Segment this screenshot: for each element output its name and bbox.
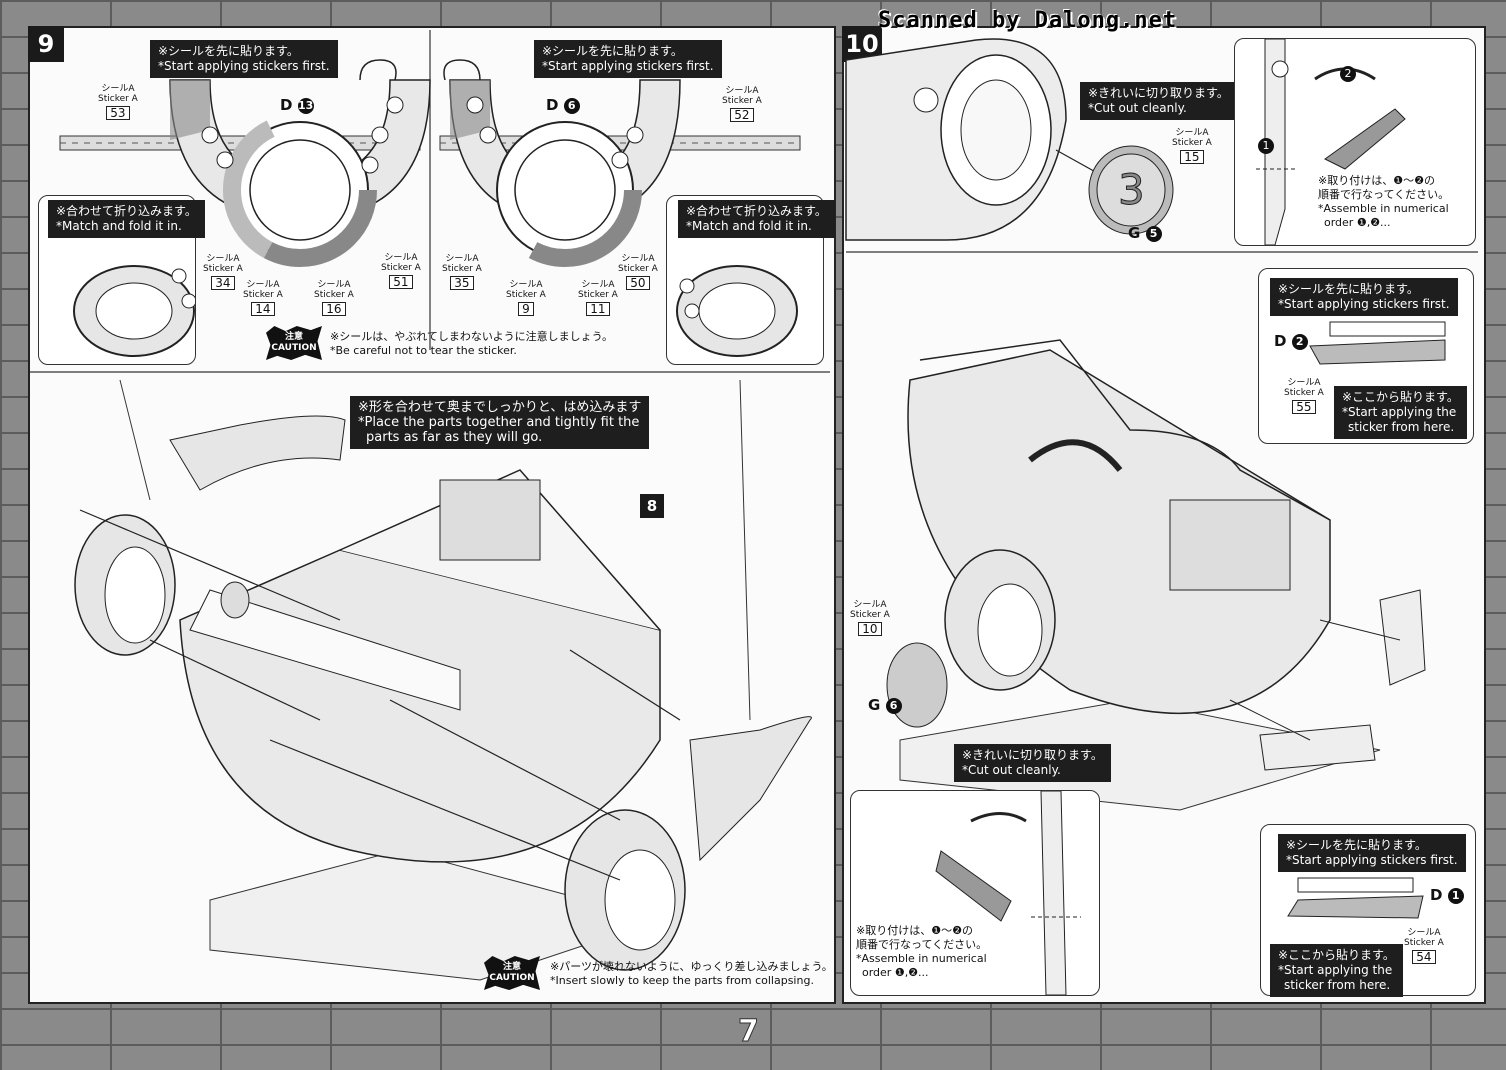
step10-d2-callout: ※シールを先に貼ります。*Start applying stickers fir… — [1270, 278, 1458, 316]
step10-top-hull-drawing — [845, 38, 1147, 241]
step9-caution-note-1: ※シールは、やぶれてしまわないように注意しましょう。*Be careful no… — [330, 330, 614, 357]
step10-cut-callout-bottom: ※きれいに切り取ります。*Cut out cleanly. — [954, 744, 1111, 782]
part-number-badge: 1 — [1447, 887, 1464, 904]
step9-number: 9 — [28, 26, 64, 62]
step10-d1-railing — [1287, 877, 1424, 919]
step9-right-ring-diagram — [439, 59, 801, 267]
part-number-badge: 5 — [1145, 225, 1162, 242]
step9-caution-note-2: ※パーツが壊れないように、ゆっくり差し込みましょう。*Insert slowly… — [550, 960, 833, 987]
step9-fit-callout: ※形を合わせて奥までしっかりと、はめ込みます *Place the parts … — [350, 396, 650, 449]
scanner-watermark: Scanned by Dalong.net — [878, 8, 1178, 33]
step9-left-part-label: D 13 — [280, 96, 314, 114]
step10-g6-label: G 6 — [868, 696, 902, 714]
arrow-order-1: 1 — [1258, 138, 1274, 154]
part-number-badge: 6 — [885, 697, 902, 714]
part-number-badge: 6 — [563, 97, 580, 114]
step10-cut-callout-top: ※きれいに切り取ります。*Cut out cleanly. — [1080, 82, 1237, 120]
step10-d1-label: D 1 — [1430, 886, 1464, 904]
step9-right-part-label: D 6 — [546, 96, 580, 114]
arrow-order-2: 2 — [1340, 66, 1356, 82]
step9-substep-badge: 8 — [640, 494, 664, 518]
step10-assemble-note-bottom: ※取り付けは、❶～❷の順番で行なってください。 *Assemble in num… — [856, 924, 988, 979]
step10-g6-disc — [886, 642, 948, 728]
part-number-badge: 2 — [1291, 333, 1308, 350]
step9-ship-assembly-drawing — [74, 379, 812, 981]
step9-left-callout: ※シールを先に貼ります。 *Start applying stickers fi… — [150, 40, 338, 78]
step10-ship-assembly-drawing — [899, 339, 1426, 811]
step9-fold-callout-left: ※合わせて折り込みます。*Match and fold it in. — [48, 200, 205, 238]
step9-fold-callout-right: ※合わせて折り込みます。*Match and fold it in. — [678, 200, 835, 238]
page-number: 7 — [738, 1014, 760, 1050]
step9-left-ring-diagram — [59, 59, 431, 267]
step10-d2-label: D 2 — [1274, 332, 1308, 350]
step9-right-callout: ※シールを先に貼ります。 *Start applying stickers fi… — [534, 40, 722, 78]
step10-g5-label: G 5 — [1128, 224, 1162, 242]
part-number-badge: 13 — [297, 97, 314, 114]
step10-d1-callout: ※シールを先に貼ります。*Start applying stickers fir… — [1278, 834, 1466, 872]
svg-text:3: 3 — [1118, 165, 1145, 214]
step10-assemble-note-top: ※取り付けは、❶～❷の順番で行なってください。 *Assemble in num… — [1318, 174, 1450, 229]
step10-assembly-inset-bottom — [850, 790, 1100, 996]
step10-g5-disc: 3 — [1088, 145, 1174, 235]
step10-d2-railing — [1309, 321, 1446, 365]
